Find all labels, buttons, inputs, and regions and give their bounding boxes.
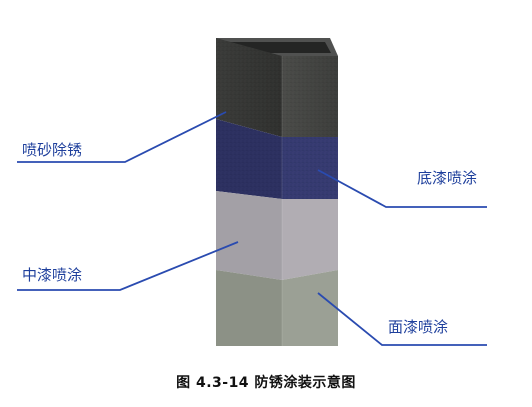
layer-topcoat bbox=[216, 270, 338, 346]
leader-line-topcoat bbox=[317, 292, 487, 346]
leader-lines bbox=[17, 111, 487, 346]
leader-line-primer bbox=[317, 169, 487, 208]
leader-line-rust-removal bbox=[17, 111, 227, 163]
leader-line-intermediate bbox=[17, 241, 239, 291]
square-column bbox=[216, 38, 338, 346]
figure-caption: 图 4.3-14 防锈涂装示意图 bbox=[176, 375, 356, 391]
label-intermediate: 中漆喷涂 bbox=[22, 266, 82, 284]
label-primer: 底漆喷涂 bbox=[417, 169, 477, 187]
layer-intermediate bbox=[216, 191, 338, 280]
layer-primer bbox=[216, 119, 338, 199]
label-rust-removal: 喷砂除锈 bbox=[22, 141, 82, 159]
label-topcoat: 面漆喷涂 bbox=[388, 318, 448, 336]
layer-rust-removal bbox=[216, 38, 338, 137]
